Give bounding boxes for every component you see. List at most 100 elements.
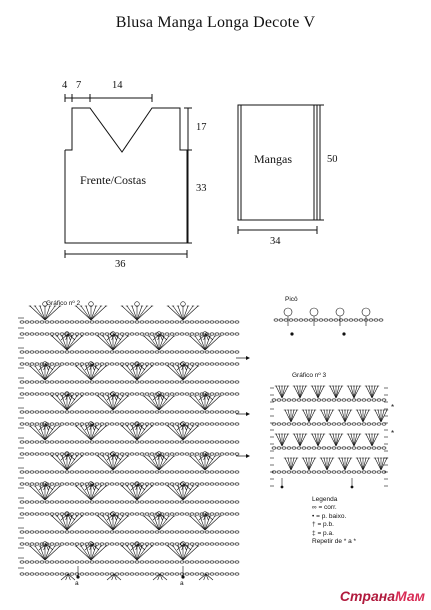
chain-stitch <box>114 572 120 576</box>
chain-stitch <box>209 350 215 354</box>
chain-stitch <box>189 542 195 546</box>
chain-stitch <box>209 572 215 576</box>
chain-stitch <box>234 560 240 564</box>
stitch-fan-line <box>51 395 68 411</box>
chain-stitch <box>281 470 287 474</box>
chain-stitch <box>356 446 362 450</box>
stitch-fan-line <box>107 335 114 351</box>
chain-stitch <box>124 572 130 576</box>
chain-stitch <box>39 512 45 516</box>
chain-stitch <box>24 530 30 534</box>
chain-stitch <box>184 410 190 414</box>
chain-stitch <box>99 380 105 384</box>
chain-stitch <box>54 392 60 396</box>
chain-stitch <box>371 470 377 474</box>
stitch-fan-line <box>136 365 153 381</box>
chain-stitch <box>214 410 220 414</box>
chain-stitch <box>69 410 75 414</box>
chain-stitch <box>139 530 145 534</box>
chain-stitch <box>194 440 200 444</box>
chain-stitch <box>301 470 307 474</box>
chain-stitch <box>164 542 170 546</box>
chain-stitch <box>224 332 230 336</box>
chain-stitch <box>204 362 210 366</box>
stitch-fan-line <box>90 305 97 321</box>
chain-stitch <box>169 512 175 516</box>
chain-stitch <box>114 500 120 504</box>
chain-stitch <box>311 446 317 450</box>
chain-stitch <box>154 500 160 504</box>
chain-stitch <box>84 410 90 414</box>
chain-stitch <box>129 530 135 534</box>
chain-stitch <box>234 410 240 414</box>
chain-stitch <box>214 320 220 324</box>
stitch-fan-line <box>152 453 161 461</box>
chain-stitch <box>64 530 70 534</box>
chain-stitch <box>219 380 225 384</box>
chain-stitch <box>351 446 357 450</box>
chart-3-title: Gráfico nº 3 <box>292 372 327 379</box>
chain-stitch <box>281 446 287 450</box>
chain-stitch <box>164 572 170 576</box>
chain-stitch <box>89 452 95 456</box>
chain-stitch <box>69 572 75 576</box>
bottom-marker-dot <box>350 485 354 489</box>
stitch-fan-line <box>137 423 141 431</box>
chain-stitch <box>139 452 145 456</box>
stitch-fan-line <box>80 305 92 321</box>
chain-stitch <box>229 350 235 354</box>
stitch-fan-line <box>347 433 355 447</box>
chain-stitch <box>64 422 70 426</box>
chain-stitch <box>346 446 352 450</box>
chain-stitch <box>74 350 80 354</box>
chain-stitch <box>69 452 75 456</box>
chain-stitch <box>34 422 40 426</box>
chain-stitch <box>24 470 30 474</box>
stitch-fan-line <box>371 433 379 447</box>
chain-stitch <box>124 482 130 486</box>
stitch-fan-line <box>287 409 292 423</box>
stitch-fan-line <box>66 515 78 531</box>
stitch-fan-line <box>359 409 364 423</box>
chain-stitch <box>24 512 30 516</box>
legend-title: Legenda <box>312 496 338 503</box>
chain-stitch <box>199 362 205 366</box>
picot-loop <box>88 361 94 367</box>
chain-stitch <box>184 440 190 444</box>
stitch-fan-line <box>136 425 143 441</box>
chain-stitch <box>159 470 165 474</box>
stitch-fan-line <box>287 457 292 471</box>
chain-stitch <box>84 500 90 504</box>
chain-stitch <box>313 318 319 322</box>
chain-stitch <box>64 410 70 414</box>
chain-stitch <box>184 530 190 534</box>
chain-stitch <box>44 530 50 534</box>
chain-stitch <box>54 470 60 474</box>
chain-stitch <box>174 350 180 354</box>
chain-stitch <box>164 470 170 474</box>
chain-stitch <box>69 512 75 516</box>
chain-stitch <box>164 410 170 414</box>
stitch-fan-line <box>198 393 207 401</box>
picot-loop <box>134 361 140 367</box>
chain-stitch <box>79 530 85 534</box>
chain-stitch <box>24 482 30 486</box>
stitch-fan-line <box>172 545 184 561</box>
chain-stitch <box>99 440 105 444</box>
chain-stitch <box>139 572 145 576</box>
chain-stitch <box>114 470 120 474</box>
chain-stitch <box>114 452 120 456</box>
picot-loop <box>180 361 186 367</box>
chain-stitch <box>109 530 115 534</box>
chain-stitch <box>139 470 145 474</box>
chain-stitch <box>174 320 180 324</box>
chain-stitch <box>19 560 25 564</box>
stitch-fan-line <box>182 545 199 561</box>
chain-stitch <box>276 446 282 450</box>
chain-stitch <box>119 410 125 414</box>
stitch-fan-line <box>137 363 141 371</box>
chain-stitch <box>229 410 235 414</box>
chain-stitch <box>229 392 235 396</box>
chain-stitch <box>64 380 70 384</box>
asterisk-mark: * <box>391 429 394 438</box>
